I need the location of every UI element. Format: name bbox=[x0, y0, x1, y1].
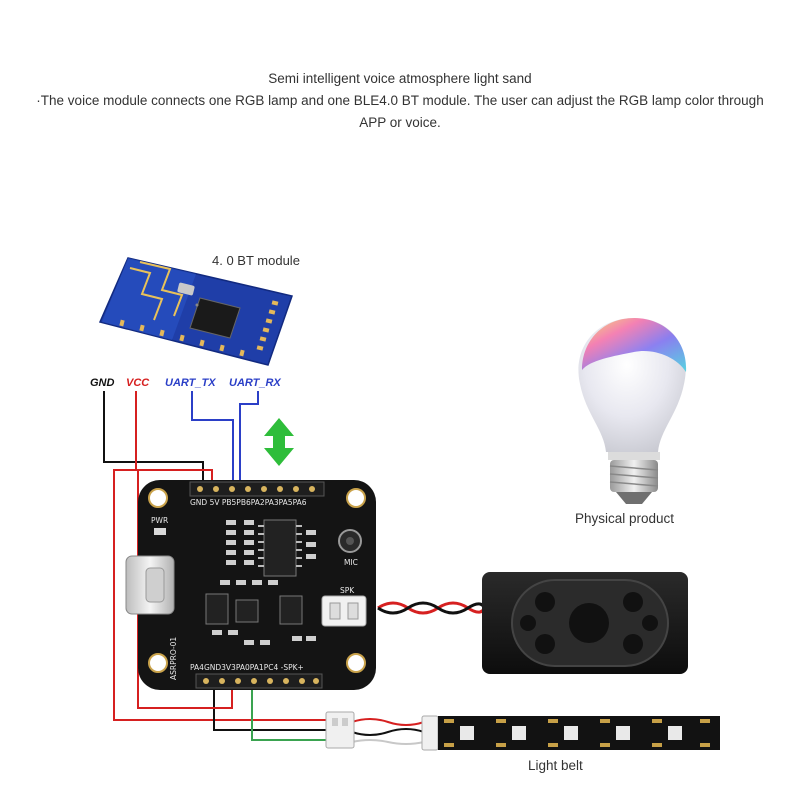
bt-module-label: 4. 0 BT module bbox=[212, 253, 300, 268]
pin-label-vcc: VCC bbox=[126, 377, 150, 389]
voice-module-board: GND 5V PB5PB6PA2PA3PA5PA6 PA4GND3V3PA0PA… bbox=[125, 480, 376, 690]
wire-gnd bbox=[103, 391, 204, 482]
header-description: ·The voice module connects one RGB lamp … bbox=[36, 93, 764, 130]
bulb-label: Physical product bbox=[575, 511, 674, 526]
pin-label-uart-tx: UART_TX bbox=[165, 377, 216, 389]
speaker-connector bbox=[321, 595, 367, 627]
board-amp-chip-mid bbox=[235, 599, 259, 623]
wires bbox=[103, 391, 488, 745]
strip-connector bbox=[325, 711, 355, 749]
board-bottom-header bbox=[195, 673, 323, 689]
header: Semi intelligent voice atmosphere light … bbox=[0, 68, 800, 134]
pwr-led-icon bbox=[154, 528, 166, 535]
board-pwr-label: PWR bbox=[151, 516, 168, 525]
wire-strip-gnd bbox=[213, 690, 330, 731]
board-spk-label: SPK bbox=[340, 586, 355, 595]
board-top-header bbox=[189, 481, 325, 497]
board-model-label: ASRPRO-01 bbox=[169, 637, 178, 680]
header-title: Semi intelligent voice atmosphere light … bbox=[268, 71, 532, 86]
bt-chip bbox=[189, 297, 241, 339]
board-components bbox=[212, 520, 316, 645]
wire-vcc bbox=[135, 391, 213, 482]
board-top-header-label: GND 5V PB5PB6PA2PA3PA5PA6 bbox=[190, 498, 307, 507]
wire-uart-tx bbox=[191, 391, 234, 482]
pin-label-uart-rx: UART_RX bbox=[229, 377, 281, 389]
bt-pads bbox=[119, 300, 279, 357]
board-amp-chip-right bbox=[279, 595, 303, 625]
bt-module bbox=[98, 257, 293, 366]
rgb-bulb-icon bbox=[578, 318, 687, 504]
speaker bbox=[482, 572, 688, 674]
board-bottom-header-label: PA4GND3V3PA0PA1PC4 -SPK+ bbox=[190, 663, 304, 672]
wire-vcc-loop bbox=[113, 469, 330, 721]
pin-label-gnd: GND bbox=[90, 377, 115, 389]
board-amp-chip-left bbox=[205, 593, 229, 625]
bt-antenna bbox=[129, 261, 184, 321]
wire-strip-data bbox=[251, 690, 330, 741]
bt-crystal bbox=[177, 282, 195, 296]
wire-uart-rx bbox=[239, 391, 259, 482]
light-belt-leds bbox=[460, 726, 682, 740]
board-mounting-holes bbox=[148, 488, 366, 673]
light-belt bbox=[421, 715, 720, 751]
bidirectional-arrow-icon bbox=[264, 418, 294, 466]
board-mic-label: MIC bbox=[344, 558, 358, 567]
light-belt-label: Light belt bbox=[528, 758, 583, 773]
wire-speaker-black bbox=[377, 601, 488, 615]
board-main-chip bbox=[258, 519, 302, 577]
